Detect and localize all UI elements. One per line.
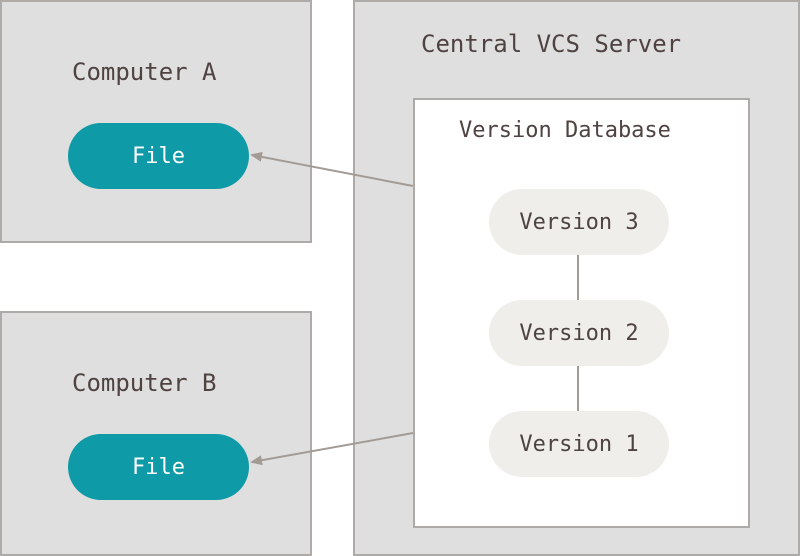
computer-b-box: Computer B File <box>0 311 312 556</box>
computer-b-title: Computer B <box>72 369 217 397</box>
computer-a-file: File <box>68 123 249 189</box>
version-1-pill: Version 1 <box>489 411 669 477</box>
computer-a-box: Computer A File <box>0 0 312 243</box>
arrow-to-computer-b <box>250 432 414 466</box>
arrow-to-computer-a <box>250 151 414 187</box>
computer-a-title: Computer A <box>72 58 217 86</box>
version-2-pill: Version 2 <box>489 300 669 366</box>
version-3-pill: Version 3 <box>489 189 669 255</box>
version-database-title: Version Database <box>459 118 671 143</box>
central-server-title: Central VCS Server <box>421 30 682 58</box>
computer-b-file: File <box>68 434 249 500</box>
